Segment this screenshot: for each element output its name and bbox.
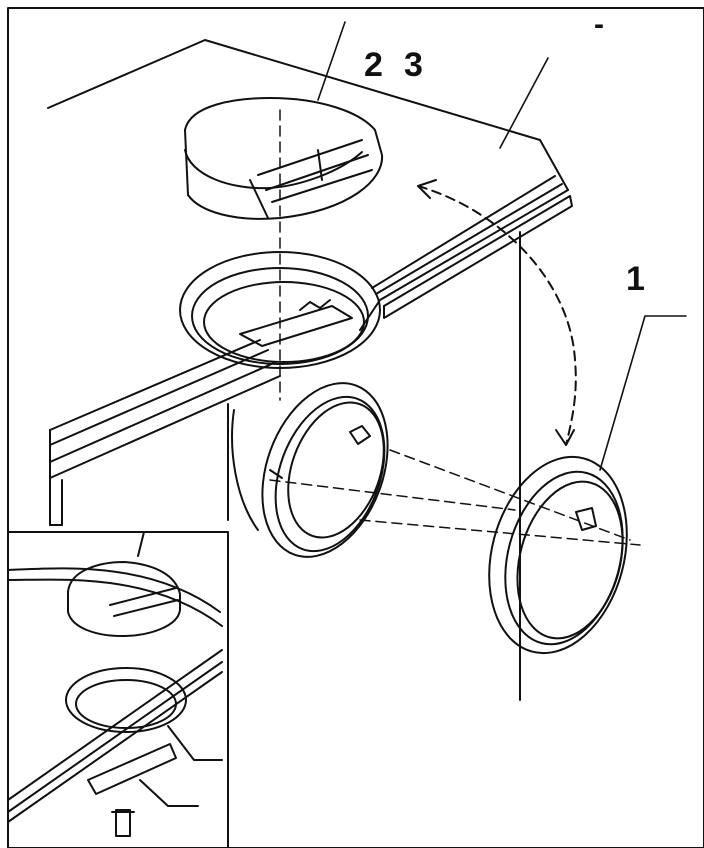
callout-leaders xyxy=(317,21,687,471)
rotation-arrow xyxy=(417,179,577,446)
callout-label-1: 1 xyxy=(626,260,645,298)
part-1-ring xyxy=(488,455,628,655)
cap-part xyxy=(184,97,384,220)
outer-frame xyxy=(7,7,704,848)
cabinet-panel xyxy=(47,39,573,701)
rotated-ring xyxy=(231,382,389,558)
callout-label-dash: - xyxy=(594,8,604,41)
callout-label-2: 2 xyxy=(364,46,383,84)
inset-detail xyxy=(7,531,229,848)
ring-collar xyxy=(179,251,381,369)
callout-label-3: 3 xyxy=(404,46,423,84)
